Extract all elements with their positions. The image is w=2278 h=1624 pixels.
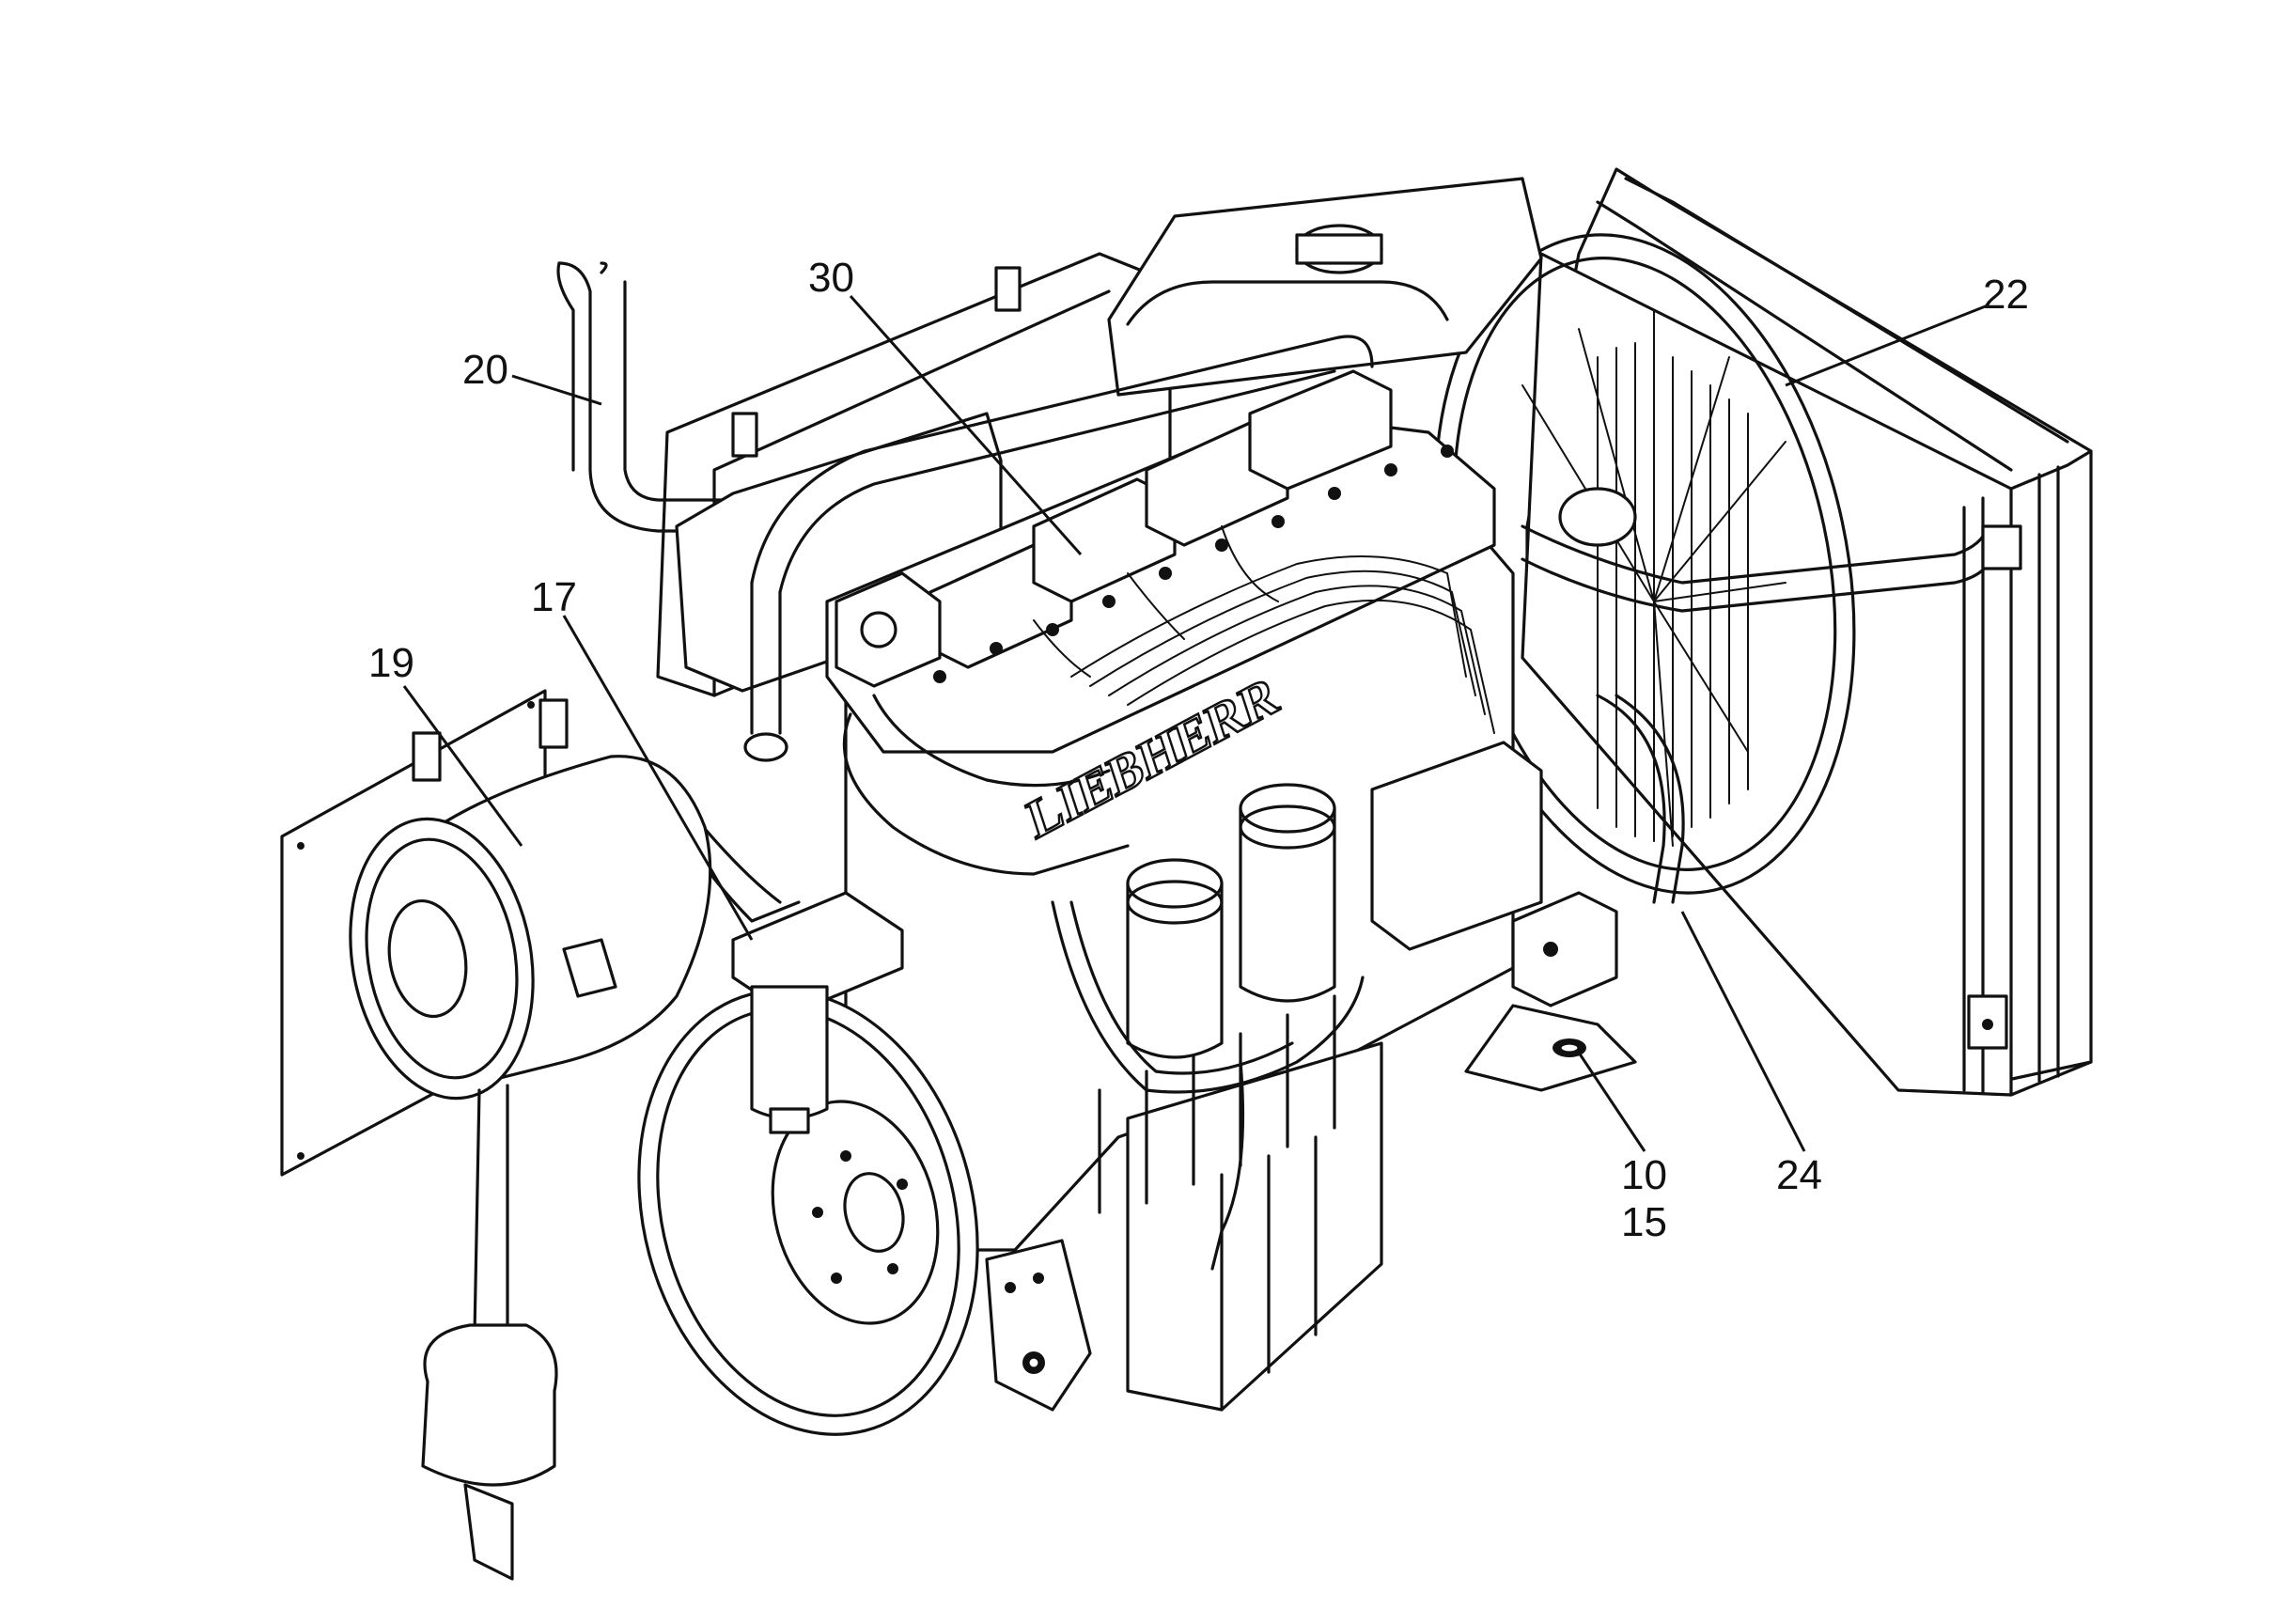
callout-24: 24 — [1776, 1152, 1822, 1198]
expansion-tank — [1107, 177, 1543, 397]
leader-22 — [1785, 304, 1989, 387]
leader-lines — [402, 295, 1989, 1152]
callout-10: 10 — [1621, 1152, 1667, 1198]
leader-24 — [1680, 911, 1806, 1152]
callout-22: 22 — [1983, 272, 2029, 318]
callout-15: 15 — [1621, 1199, 1667, 1245]
leader-20 — [511, 374, 602, 406]
air-intake-pipe — [421, 1084, 558, 1581]
callout-17: 17 — [531, 574, 577, 620]
leader-10-15 — [1577, 1052, 1646, 1152]
wiring-harness — [1051, 900, 1365, 1271]
radiator-hose — [1521, 487, 2022, 613]
valve-covers — [928, 369, 1393, 669]
air-filter — [349, 698, 712, 1101]
leader-30 — [849, 295, 1083, 555]
intake-manifold-pipe — [743, 335, 1374, 876]
callout-19: 19 — [368, 640, 414, 686]
callout-20: 20 — [462, 347, 508, 393]
oil-filters — [1126, 783, 1336, 1059]
injection-lines — [1033, 525, 1495, 734]
leader-19 — [402, 685, 523, 847]
callout-labels: 20 30 22 17 19 10 15 24 — [368, 255, 2029, 1245]
cylinder-head — [825, 369, 1496, 754]
radiator — [1521, 167, 2093, 1097]
callout-30: 30 — [808, 255, 854, 301]
fuel-filter — [675, 816, 904, 1134]
injection-pump — [1370, 694, 1685, 1007]
leader-17 — [562, 615, 754, 941]
flywheel — [637, 989, 979, 1436]
